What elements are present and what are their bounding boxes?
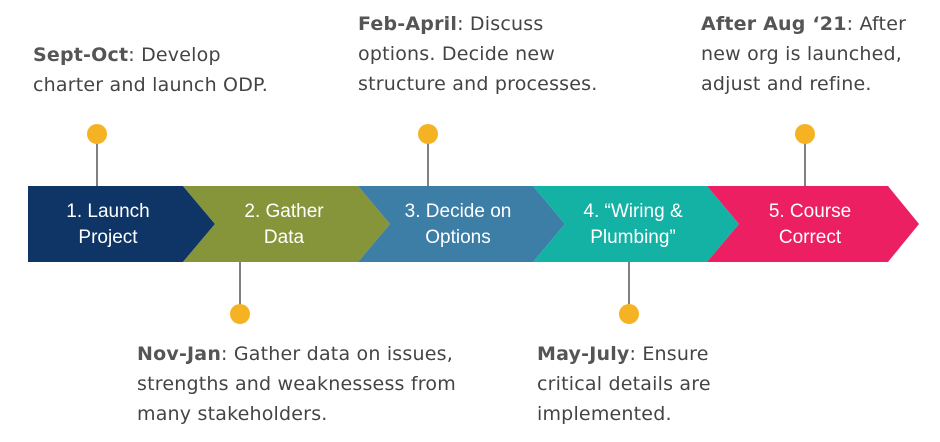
stage-arrow-2 <box>183 186 390 262</box>
stage-1-line1: 1. Launch <box>66 201 150 222</box>
stage-label-4: 4. “Wiring & Plumbing” <box>547 199 719 251</box>
stage-2-line2: Data <box>263 227 305 248</box>
milestone-period-nov-jan: Nov-Jan <box>137 343 222 365</box>
milestone-dot-sept-oct <box>87 124 107 144</box>
stage-label-3: 3. Decide on Options <box>372 199 544 251</box>
stage-2-line1: 2. Gather <box>244 201 324 222</box>
stage-label-5: 5. Course Correct <box>722 199 898 251</box>
milestone-period-feb-april: Feb-April <box>358 13 458 35</box>
milestone-dot-nov-jan <box>230 304 250 324</box>
milestone-note-nov-jan: Nov-Jan: Gather data on issues, strength… <box>137 343 456 425</box>
stage-1-line2: Project <box>78 227 138 248</box>
milestone-dot-after-aug <box>795 124 815 144</box>
stage-arrow-5 <box>707 186 919 262</box>
milestone-dot-feb-april <box>418 124 438 144</box>
stage-label-2: 2. Gather Data <box>199 199 369 251</box>
stage-arrow-3 <box>358 186 565 262</box>
milestone-note-feb-april: Feb-April: Discuss options. Decide new s… <box>358 13 598 95</box>
stage-label-1: 1. Launch Project <box>28 199 188 251</box>
stage-3-line1: 3. Decide on <box>404 201 512 222</box>
milestone-note-sept-oct: Sept-Oct: Develop charter and launch ODP… <box>33 44 268 96</box>
stage-arrow-4 <box>533 186 739 262</box>
stage-3-line2: Options <box>425 227 491 248</box>
milestone-note-may-july: May-July: Ensure critical details are im… <box>537 343 711 425</box>
stage-arrow-1 <box>28 186 215 262</box>
milestone-period-may-july: May-July <box>537 343 630 365</box>
milestone-note-after-aug: After Aug ‘21: After new org is launched… <box>701 13 907 95</box>
milestone-period-sept-oct: Sept-Oct <box>33 44 129 66</box>
stage-5-line1: 5. Course <box>768 201 852 222</box>
milestone-period-after-aug: After Aug ‘21 <box>701 13 847 35</box>
milestone-dot-may-july <box>619 304 639 324</box>
stage-4-line1: 4. “Wiring & <box>583 201 683 222</box>
stage-5-line2: Correct <box>778 227 842 248</box>
stage-4-line2: Plumbing” <box>590 227 676 248</box>
